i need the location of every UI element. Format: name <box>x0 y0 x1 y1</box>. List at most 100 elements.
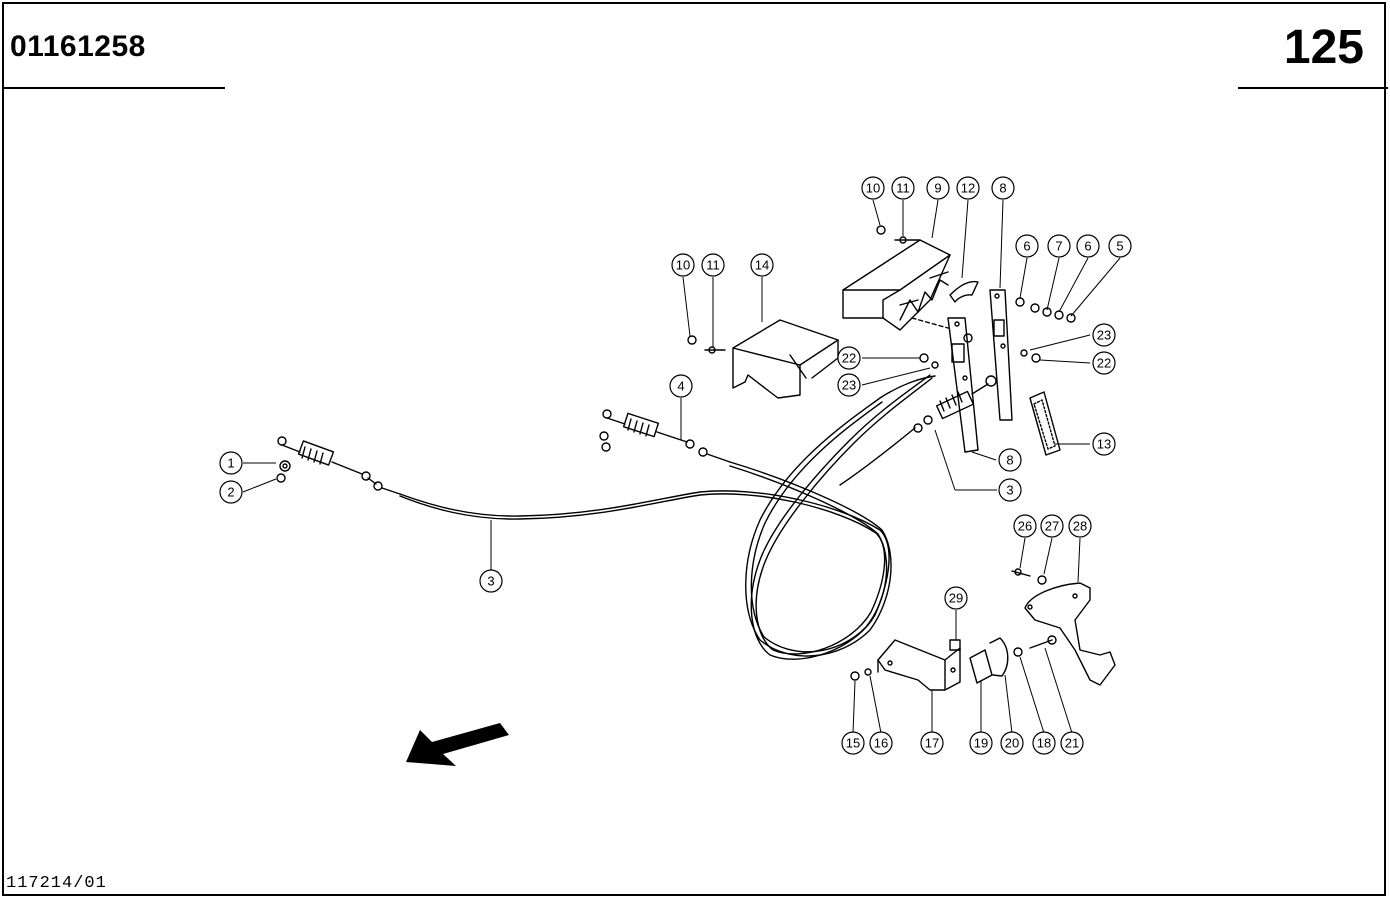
callout-label: 4 <box>677 379 684 394</box>
callout-28: 28 <box>1068 514 1092 538</box>
callout-1: 1 <box>219 451 243 475</box>
callout-26: 26 <box>1013 514 1037 538</box>
callout-label: 8 <box>999 181 1006 196</box>
callout-label: 15 <box>846 736 860 751</box>
callout-14: 14 <box>750 253 774 277</box>
callout-11: 11 <box>891 176 915 200</box>
callout-label: 3 <box>487 574 494 589</box>
callout-label: 20 <box>1005 736 1019 751</box>
left-cable-end <box>277 436 401 495</box>
callout-circle <box>1092 323 1116 347</box>
callout-19: 19 <box>969 731 993 755</box>
callout-circle <box>1015 234 1039 258</box>
callout-circle <box>701 253 725 277</box>
callout-label: 7 <box>1055 239 1062 254</box>
callout-10: 10 <box>861 176 885 200</box>
lever-upper <box>989 289 1013 421</box>
callout-circle <box>926 176 950 200</box>
callout-label: 16 <box>874 736 888 751</box>
right-cable-end <box>839 375 997 486</box>
callout-label: 10 <box>866 181 880 196</box>
callout-circle <box>869 731 893 755</box>
callout-label: 21 <box>1065 736 1079 751</box>
middle-cable <box>729 375 936 657</box>
clamp-block <box>969 649 993 684</box>
callout-circle <box>944 586 968 610</box>
callout-label: 5 <box>1116 239 1123 254</box>
callout-27: 27 <box>1040 514 1064 538</box>
callout-label: 28 <box>1073 519 1087 534</box>
callout-circle <box>1092 432 1116 456</box>
callout-label: 2 <box>227 485 234 500</box>
callout-3: 3 <box>998 478 1022 502</box>
middle-cable-end <box>602 409 731 463</box>
callout-label: 29 <box>949 591 963 606</box>
callout-label: 11 <box>896 181 910 196</box>
callout-circle <box>1068 514 1092 538</box>
callout-6: 6 <box>1076 234 1100 258</box>
direction-arrow-icon <box>406 723 509 766</box>
document-number: 01161258 <box>10 30 146 63</box>
callout-15: 15 <box>841 731 865 755</box>
callout-11: 11 <box>701 253 725 277</box>
callout-label: 6 <box>1084 239 1091 254</box>
callout-circle <box>750 253 774 277</box>
callout-label: 8 <box>1006 453 1013 468</box>
callout-circle <box>671 253 695 277</box>
callout-12: 12 <box>956 176 980 200</box>
callout-circle <box>1092 351 1116 375</box>
callout-22: 22 <box>1092 351 1116 375</box>
callout-label: 3 <box>1006 483 1013 498</box>
callout-circle <box>891 176 915 200</box>
callout-label: 1 <box>227 456 234 471</box>
callout-circle <box>837 346 861 370</box>
callout-label: 19 <box>974 736 988 751</box>
callout-6: 6 <box>1015 234 1039 258</box>
callout-7: 7 <box>1047 234 1071 258</box>
callout-label: 13 <box>1097 437 1111 452</box>
callout-18: 18 <box>1032 731 1056 755</box>
callout-16: 16 <box>869 731 893 755</box>
callout-5: 5 <box>1108 234 1132 258</box>
callout-circle <box>1032 731 1056 755</box>
callout-circle <box>841 731 865 755</box>
lever-lower <box>947 317 979 453</box>
callout-circle <box>1060 731 1084 755</box>
callout-label: 18 <box>1037 736 1051 751</box>
callout-2: 2 <box>219 480 243 504</box>
callout-23: 23 <box>1092 323 1116 347</box>
header-rule-right <box>1238 87 1388 89</box>
callout-circle <box>837 373 861 397</box>
callout-circle <box>956 176 980 200</box>
callout-circle <box>1040 514 1064 538</box>
callout-label: 26 <box>1018 519 1032 534</box>
callout-13: 13 <box>1092 432 1116 456</box>
callout-circle <box>1076 234 1100 258</box>
support-plate <box>1024 582 1116 686</box>
callout-21: 21 <box>1060 731 1084 755</box>
callout-label: 10 <box>676 258 690 273</box>
callout-label: 22 <box>1097 356 1111 371</box>
callout-label: 22 <box>842 351 856 366</box>
lower-bracket <box>877 639 961 691</box>
callout-8: 8 <box>991 176 1015 200</box>
callout-circle <box>479 569 503 593</box>
callout-3: 3 <box>479 569 503 593</box>
callout-circle <box>219 451 243 475</box>
mounting-bracket <box>842 239 951 331</box>
callout-label: 23 <box>842 378 856 393</box>
callout-circle <box>998 448 1022 472</box>
callout-circle <box>1047 234 1071 258</box>
callout-4: 4 <box>669 374 693 398</box>
callout-circle <box>1000 731 1024 755</box>
callout-23: 23 <box>837 373 861 397</box>
callout-17: 17 <box>920 731 944 755</box>
callout-9: 9 <box>926 176 950 200</box>
callout-circle <box>998 478 1022 502</box>
page-number: 125 <box>1283 21 1364 74</box>
callout-label: 6 <box>1023 239 1030 254</box>
pedal-pad <box>1029 391 1061 456</box>
callout-22: 22 <box>837 346 861 370</box>
